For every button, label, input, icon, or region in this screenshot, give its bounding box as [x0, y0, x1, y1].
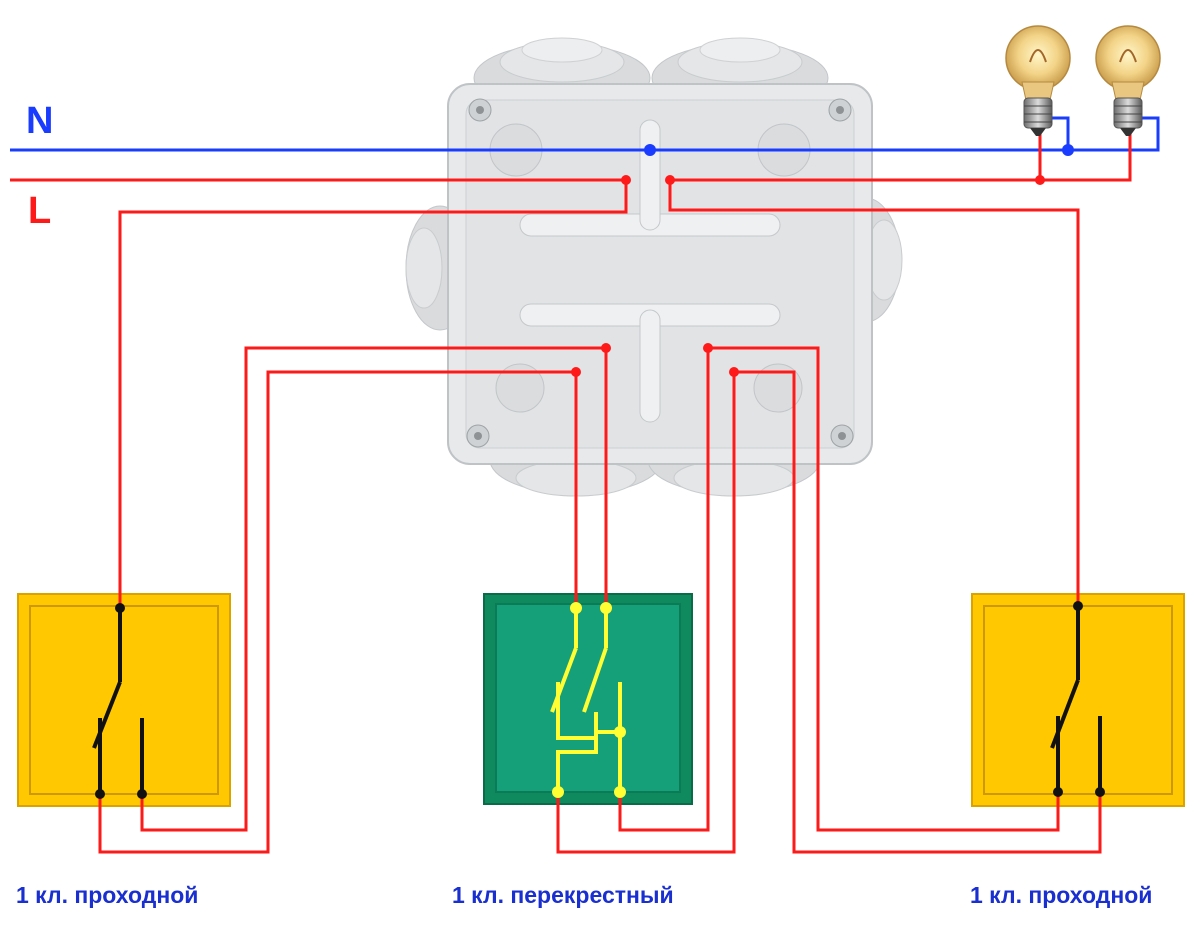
left-switch-plate [17, 593, 231, 807]
left-switch-contacts [92, 603, 147, 799]
left-switch-caption: 1 кл. проходной [16, 882, 199, 908]
right-switch-contacts [1050, 601, 1105, 797]
junction-box [405, 37, 903, 497]
middle-switch-contacts [550, 602, 626, 798]
lamp-icon-1 [1005, 25, 1071, 136]
live-line-label: L [28, 190, 52, 232]
lamp-icon-2 [1095, 25, 1161, 136]
right-switch-caption: 1 кл. проходной [970, 882, 1153, 908]
neutral-line-label: N [26, 100, 54, 142]
live-wiring [10, 134, 1132, 854]
neutral-wiring [10, 116, 1160, 156]
middle-switch-caption: 1 кл. перекрестный [452, 882, 674, 908]
